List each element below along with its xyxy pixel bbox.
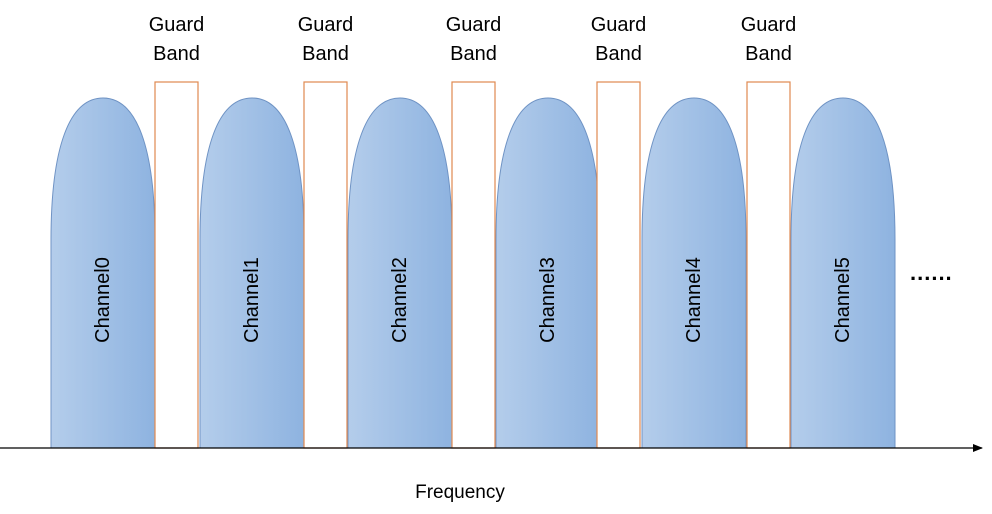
- guard-band-label-line2: Band: [302, 43, 349, 65]
- guard-band-label-line2: Band: [595, 43, 642, 65]
- channel-shape: [50, 97, 156, 449]
- guard-band-label-line1: Guard: [741, 14, 797, 36]
- guard-band-label-line2: Band: [745, 43, 792, 65]
- guard-band-label-line1: Guard: [591, 14, 647, 36]
- guard-band-label-line2: Band: [450, 43, 497, 65]
- channel-label: Channel4: [683, 257, 705, 343]
- guard-band-label-line2: Band: [153, 43, 200, 65]
- continuation-ellipsis: ......: [910, 260, 953, 285]
- channel-label: Channel5: [832, 257, 854, 343]
- channel-0: Channel0: [50, 97, 156, 449]
- guard-band-label-line1: Guard: [298, 14, 354, 36]
- channel-5: Channel5: [790, 97, 896, 449]
- channel-shape: [790, 97, 896, 449]
- channel-label: Channel1: [241, 257, 263, 343]
- channel-shape: [347, 97, 453, 449]
- guard-band-label-line1: Guard: [149, 14, 205, 36]
- channel-4: Channel4: [641, 97, 747, 449]
- guard-band-rect: [596, 81, 641, 449]
- channel-label: Channel0: [92, 257, 114, 343]
- channel-2: Channel2: [347, 97, 453, 449]
- channel-label: Channel2: [389, 257, 411, 343]
- frequency-axis-label: Frequency: [415, 482, 505, 503]
- guard-band-rect: [746, 81, 791, 449]
- channels: Channel0 Channel1 Channel2 Channel3 Channel4…: [50, 97, 896, 449]
- channel-shape: [641, 97, 747, 449]
- guard-band-rect: [154, 81, 199, 449]
- guard-band-rect: [451, 81, 496, 449]
- channel-shape: [199, 97, 305, 449]
- channel-label: Channel3: [537, 257, 559, 343]
- channel-1: Channel1: [199, 97, 305, 449]
- channel-3: Channel3: [495, 97, 601, 449]
- guard-band-rect: [303, 81, 348, 449]
- guard-band-label-line1: Guard: [446, 14, 502, 36]
